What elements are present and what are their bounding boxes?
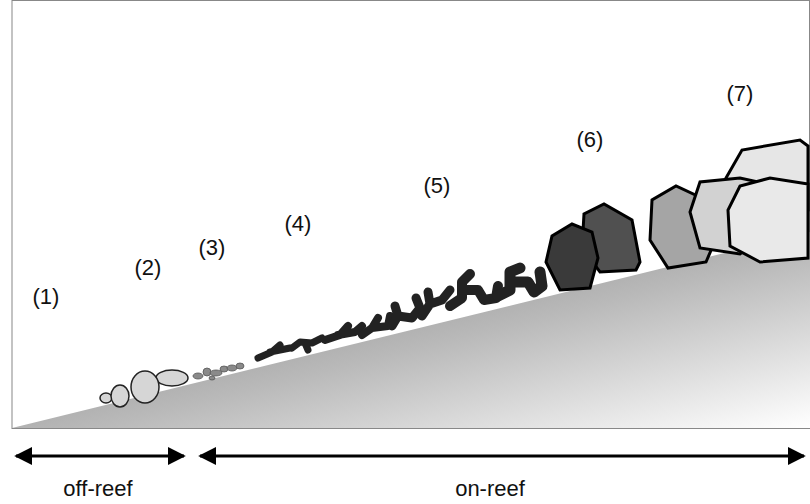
zone-number: (7) (727, 83, 754, 105)
zone-number: (1) (33, 286, 60, 308)
extent-arrows (16, 455, 804, 458)
region-label: off-reef (63, 478, 132, 500)
zone-number: (3) (199, 237, 226, 259)
branching-corals (258, 268, 542, 358)
region-label: on-reef (455, 478, 525, 500)
zone-number: (6) (577, 129, 604, 151)
boulders (100, 370, 188, 407)
massive-corals (546, 140, 808, 290)
zone-number: (5) (424, 175, 451, 197)
zone-number: (4) (285, 213, 312, 235)
zone-number: (2) (135, 257, 162, 279)
rubble (193, 363, 244, 380)
frame (12, 1, 810, 429)
